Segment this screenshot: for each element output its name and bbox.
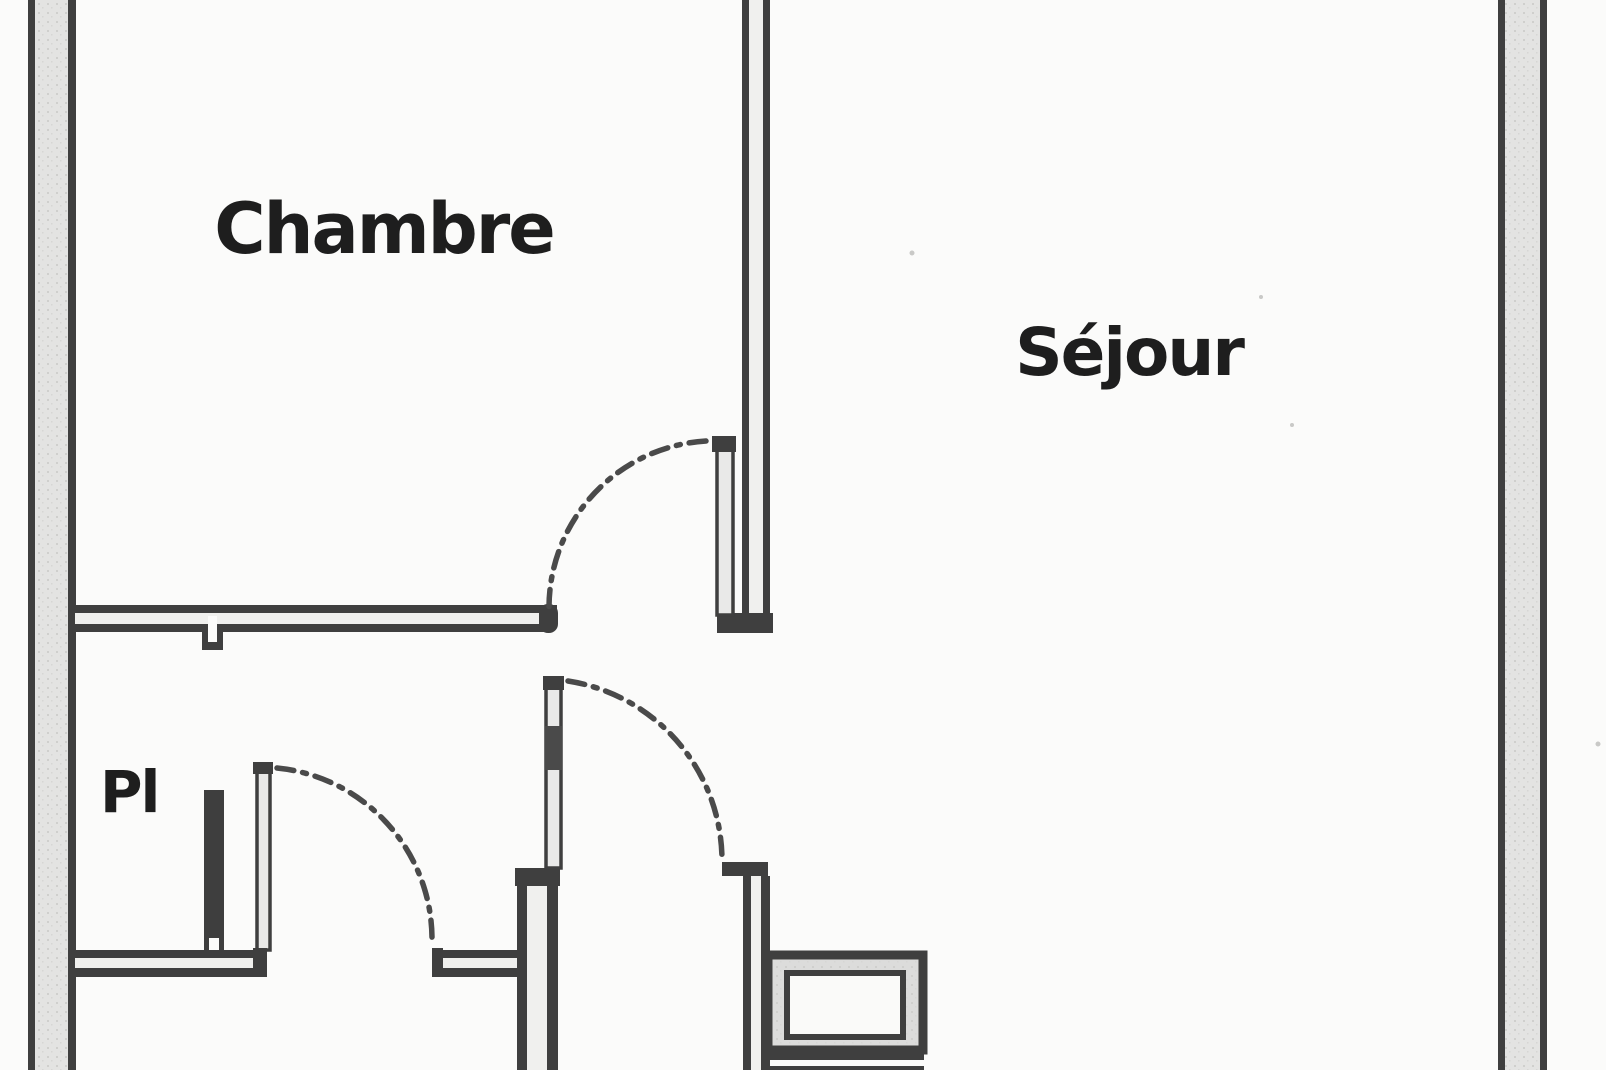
wall-end-cap [539,604,558,633]
wall-line [68,0,76,1070]
wall-hall-south-right [432,948,532,977]
wall-line [742,0,749,613]
scan-speck [909,250,915,256]
closet-pl [204,762,435,952]
wall-end-cap [432,948,443,977]
wall-line [517,886,527,1070]
duct-shaft [763,950,928,1055]
door-leaf-cap [712,436,736,452]
wall-fill [75,613,545,624]
wall-line [432,950,520,958]
wall-fill [75,958,253,968]
wall-end-cap [717,613,773,633]
door-swing-arc [274,765,435,943]
wall-line [75,605,557,613]
wall-fill [440,958,520,968]
door-chambre [546,436,736,617]
room-label-chambre: Chambre [214,188,554,270]
wall-stub-bottom [764,1053,924,1070]
exterior-wall-left [28,0,76,1070]
wall-line [75,624,545,632]
door-leaf-cap [543,676,564,690]
door-swing-arc [546,438,709,610]
scan-speck [1259,295,1263,299]
closet-panel [204,790,224,938]
wall-line [1540,0,1547,1070]
door-leaf [715,436,735,617]
door-handle-mark [545,726,562,770]
junction-notch-opening [208,616,217,642]
room-label-sejour: Séjour [1015,314,1245,391]
scan-speck [1595,741,1601,747]
wall-line [743,876,751,1070]
wall-texture [35,0,68,1070]
wall-line [75,950,253,958]
door-wc [543,676,725,870]
door-leaf [255,764,272,952]
door-leaf-cap [253,762,273,774]
closet-panel-foot [204,938,209,952]
wall-end-cap [253,948,267,977]
partition-chambre-sejour [717,0,773,633]
junction-notch-edge [202,642,223,650]
exterior-wall-right [1498,0,1547,1070]
wall-texture [1505,0,1540,1070]
closet-panel-foot [219,938,224,952]
duct-inner-frame [784,970,906,1040]
door-leaf [544,676,563,870]
duct-outer-frame [763,950,928,1055]
wall-line [28,0,35,1070]
wall-fill [527,886,547,1070]
wall-fill [751,876,761,1070]
junction-notch-edge [217,624,223,650]
wall-line [75,968,267,977]
wall-line [763,0,770,613]
wall-hall-south-left [75,948,267,977]
wall-line [1498,0,1505,1070]
door-swing-arc [565,678,725,865]
wall-fill [749,0,763,613]
partition-wc-left [515,868,560,1070]
wall-end-cap [515,868,560,886]
wall-line [432,968,532,977]
wall-chambre-south [75,604,558,650]
wall-end-cap [722,862,768,876]
wall-line [547,886,558,1070]
scan-speck [1290,423,1294,427]
junction-notch-edge [202,624,208,650]
wall-line [764,1053,924,1060]
wall-line [764,1066,924,1070]
partition-wc-right [722,862,770,1070]
room-label-placard: Pl [100,758,158,826]
